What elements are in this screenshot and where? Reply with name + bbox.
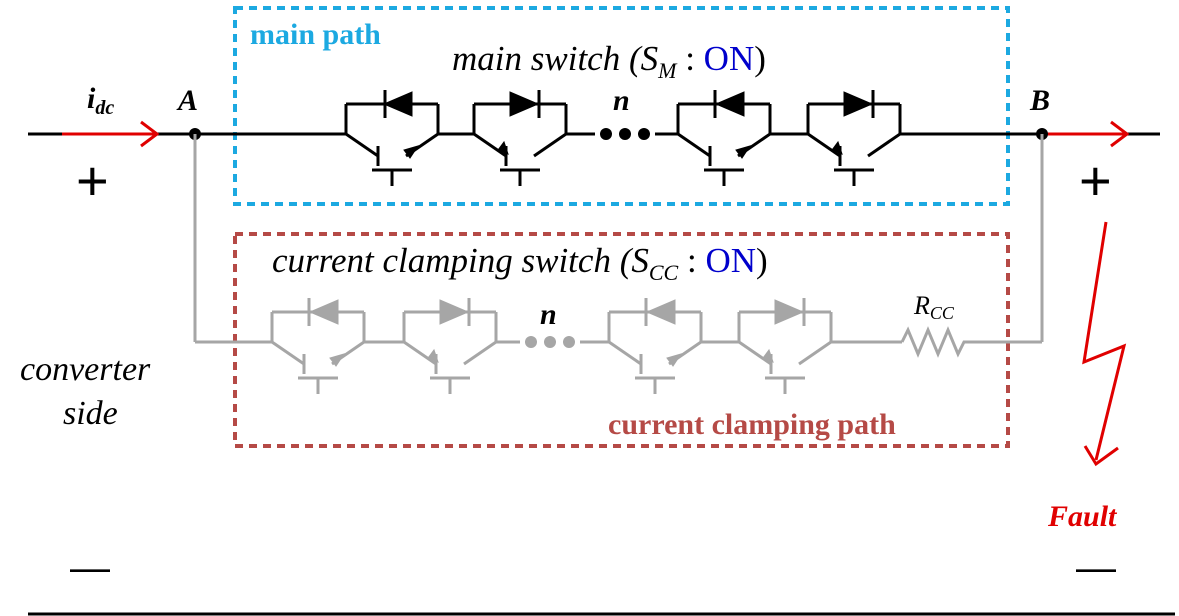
cc-switch-label: current clamping switch (SCC : ON) xyxy=(272,241,768,285)
clamp-diodes xyxy=(307,298,806,326)
main-wire xyxy=(28,132,1175,616)
node-a-label: A xyxy=(176,84,198,117)
main-diodes xyxy=(382,90,875,118)
clamp-ellipsis-dots xyxy=(525,336,575,348)
igbt-cell xyxy=(402,310,498,396)
rcc-label: RCC xyxy=(913,291,955,323)
fault-label: Fault xyxy=(1047,500,1118,533)
igbt-cell xyxy=(806,102,902,188)
igbt-cell xyxy=(607,310,703,396)
main-path-box xyxy=(233,6,1010,206)
igbt-cell xyxy=(344,102,440,188)
igbt-cell xyxy=(676,102,772,188)
igbt-cell xyxy=(472,102,568,188)
plus-right: + xyxy=(1079,149,1112,212)
clamping-path-box xyxy=(233,232,1010,448)
igbt-cell xyxy=(737,310,833,396)
idc-label: idc xyxy=(87,82,114,119)
plus-left: + xyxy=(76,149,109,212)
converter-side-line2: side xyxy=(63,395,118,432)
fault-arrow-icon xyxy=(1082,221,1127,467)
n-main-label: n xyxy=(613,84,630,117)
main-emitter-arrows xyxy=(403,140,843,159)
minus-right: — xyxy=(1076,546,1116,590)
igbt-cell xyxy=(270,310,366,396)
main-switch-label: main switch (SM : ON) xyxy=(452,39,766,83)
converter-side-line1: converter xyxy=(20,351,151,388)
n-cc-label: n xyxy=(540,298,557,331)
clamp-wire xyxy=(193,134,1044,358)
minus-left: — xyxy=(70,546,110,590)
current-clamping-path-label: current clamping path xyxy=(608,408,896,441)
clamp-emitter-arrows xyxy=(329,348,774,367)
current-arrow xyxy=(62,120,1130,148)
main-ellipsis-dots xyxy=(600,128,650,140)
main-path-label: main path xyxy=(250,18,381,51)
node-b-label: B xyxy=(1029,84,1050,117)
